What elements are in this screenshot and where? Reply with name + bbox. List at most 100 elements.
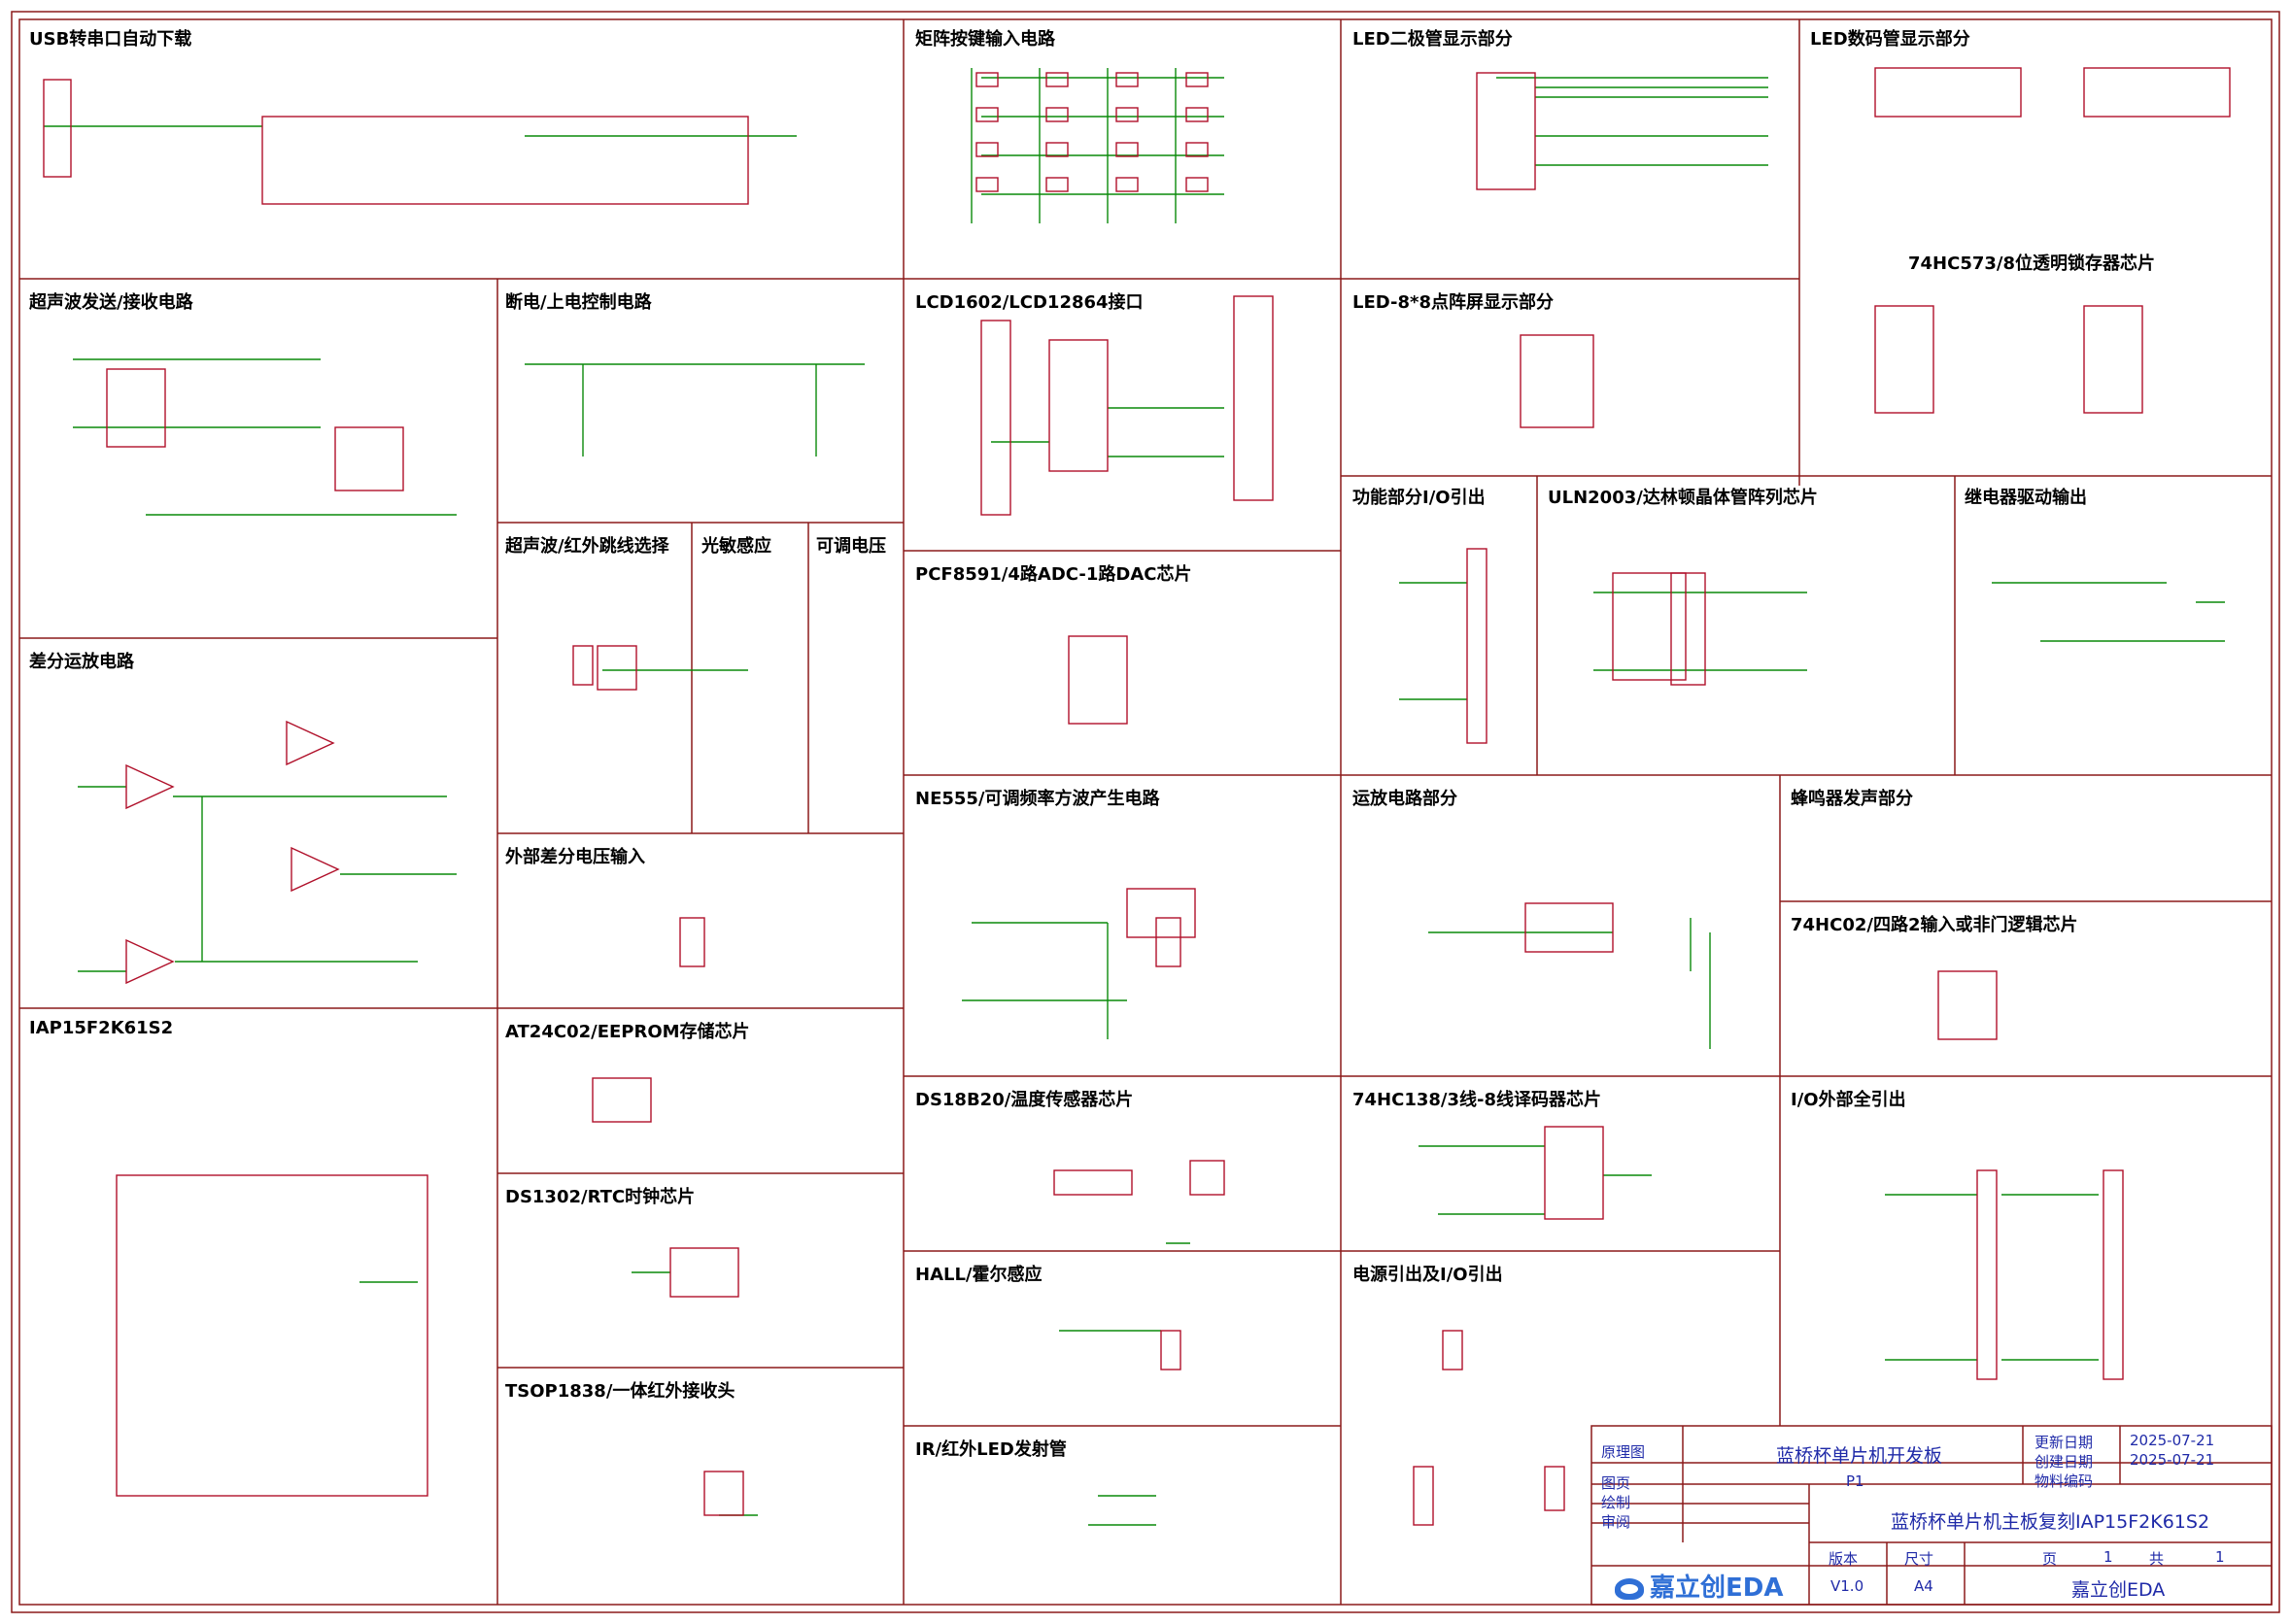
component-symbol bbox=[1476, 72, 1536, 190]
section-title-hc573: 74HC573/8位透明锁存器芯片 bbox=[1908, 254, 2155, 274]
section-title-matrix: 矩阵按键输入电路 bbox=[915, 29, 1055, 50]
component-symbol bbox=[1874, 67, 2022, 118]
component-symbol bbox=[980, 320, 1011, 516]
section-title-relay: 继电器驱动输出 bbox=[1965, 488, 2087, 508]
tb-brand: 嘉立创EDA bbox=[2071, 1579, 2166, 1601]
key-switch bbox=[1185, 142, 1209, 157]
component-symbol bbox=[703, 1471, 744, 1516]
component-symbol bbox=[1126, 888, 1196, 938]
component-symbol bbox=[679, 917, 705, 967]
section-title-power: 断电/上电控制电路 bbox=[505, 292, 652, 313]
section-title-ext: 外部差分电压输入 bbox=[505, 847, 645, 867]
schematic-wires bbox=[44, 68, 2225, 1526]
section-title-diff: 差分运放电路 bbox=[29, 652, 134, 672]
cloud-icon bbox=[1615, 1577, 1644, 1600]
opamp-symbol bbox=[291, 846, 340, 893]
key-switch bbox=[975, 107, 999, 122]
tb-schematic-label: 原理图 bbox=[1601, 1443, 1646, 1461]
section-title-hc02: 74HC02/四路2输入或非门逻辑芯片 bbox=[1791, 915, 2078, 935]
component-symbol bbox=[1160, 1330, 1181, 1370]
component-symbol bbox=[1937, 970, 1998, 1040]
key-switch bbox=[1115, 142, 1139, 157]
tb-board-name: 蓝桥杯单片机开发板 bbox=[1776, 1445, 1943, 1467]
component-symbol bbox=[106, 368, 166, 448]
section-title-ultra: 超声波发送/接收电路 bbox=[29, 292, 193, 313]
section-title-io: 功能部分I/O引出 bbox=[1352, 488, 1486, 508]
component-symbol bbox=[1053, 1169, 1133, 1196]
section-title-at24: AT24C02/EEPROM存储芯片 bbox=[505, 1022, 750, 1042]
section-title-ne555: NE555/可调频率方波产生电路 bbox=[915, 789, 1160, 809]
section-title-tsop: TSOP1838/一体红外接收头 bbox=[505, 1381, 735, 1402]
tb-draw-label: 绘制 bbox=[1601, 1494, 1631, 1511]
tb-update-date: 2025-07-21 bbox=[2130, 1432, 2215, 1449]
component-symbol bbox=[1612, 572, 1687, 681]
outer-border bbox=[11, 11, 2280, 1613]
component-symbol bbox=[1520, 334, 1594, 428]
section-title-seg: LED数码管显示部分 bbox=[1810, 29, 1970, 50]
component-symbol bbox=[1466, 548, 1487, 744]
section-title-pcf: PCF8591/4路ADC-1路DAC芯片 bbox=[915, 564, 1192, 585]
tb-page: P1 bbox=[1846, 1472, 1864, 1490]
tb-create-label: 创建日期 bbox=[2035, 1453, 2094, 1471]
component-symbol bbox=[1189, 1160, 1225, 1196]
jlc-eda-logo: 嘉立创EDA bbox=[1615, 1568, 1783, 1604]
tb-page-no-label: 页 bbox=[2042, 1550, 2058, 1568]
component-symbol bbox=[1442, 1330, 1463, 1370]
tb-page-no: 1 bbox=[2103, 1548, 2113, 1566]
component-symbol bbox=[1155, 917, 1181, 967]
tb-page-label: 图页 bbox=[1601, 1474, 1631, 1492]
key-switch bbox=[975, 177, 999, 192]
key-switch bbox=[1045, 72, 1069, 87]
key-switch bbox=[975, 72, 999, 87]
component-symbol bbox=[2083, 305, 2143, 414]
component-symbol bbox=[1976, 1169, 1998, 1380]
component-symbol bbox=[1874, 305, 1934, 414]
section-title-hc138: 74HC138/3线-8线译码器芯片 bbox=[1352, 1090, 1601, 1110]
opamp-symbol bbox=[286, 720, 335, 766]
section-title-pwr: 电源引出及I/O引出 bbox=[1352, 1265, 1503, 1285]
component-symbol bbox=[1544, 1466, 1565, 1511]
component-symbol bbox=[2083, 67, 2231, 118]
inner-border bbox=[18, 18, 2273, 1606]
key-switch bbox=[1045, 107, 1069, 122]
tb-design-title: 蓝桥杯单片机主板复刻IAP15F2K61S2 bbox=[1891, 1511, 2210, 1533]
tb-update-label: 更新日期 bbox=[2035, 1434, 2094, 1451]
section-title-hall: HALL/霍尔感应 bbox=[915, 1265, 1043, 1285]
logo-text: 嘉立创EDA bbox=[1650, 1573, 1784, 1603]
component-symbol bbox=[116, 1174, 428, 1497]
section-title-uln: ULN2003/达林顿晶体管阵列芯片 bbox=[1548, 488, 1818, 508]
tb-size-label: 尺寸 bbox=[1904, 1550, 1934, 1568]
tb-total-label: 共 bbox=[2149, 1550, 2165, 1568]
component-symbol bbox=[669, 1247, 739, 1298]
section-title-pot: 可调电压 bbox=[816, 536, 886, 557]
component-symbol bbox=[572, 645, 594, 686]
component-symbol bbox=[261, 116, 749, 205]
component-symbol bbox=[1048, 339, 1109, 472]
key-switch bbox=[975, 142, 999, 157]
component-symbol bbox=[1670, 572, 1706, 686]
sheet-frame bbox=[11, 11, 2280, 1613]
component-symbol bbox=[2103, 1169, 2124, 1380]
key-switch bbox=[1185, 177, 1209, 192]
component-symbol bbox=[1068, 635, 1128, 725]
section-title-mcu: IAP15F2K61S2 bbox=[29, 1018, 174, 1038]
tb-size: A4 bbox=[1914, 1577, 1933, 1595]
tb-review-label: 审阅 bbox=[1601, 1513, 1631, 1531]
section-title-ioall: I/O外部全引出 bbox=[1791, 1090, 1906, 1110]
tb-part-label: 物料编码 bbox=[2035, 1472, 2094, 1490]
section-title-amp: 运放电路部分 bbox=[1352, 789, 1457, 809]
opamp-symbol bbox=[125, 938, 175, 985]
component-symbol bbox=[1524, 902, 1614, 953]
section-title-led: LED二极管显示部分 bbox=[1352, 29, 1513, 50]
key-switch bbox=[1185, 107, 1209, 122]
section-title-ds1302: DS1302/RTC时钟芯片 bbox=[505, 1187, 696, 1207]
tb-version-label: 版本 bbox=[1829, 1550, 1859, 1568]
tb-total: 1 bbox=[2215, 1548, 2225, 1566]
component-symbol bbox=[334, 426, 404, 491]
component-symbol bbox=[597, 645, 637, 691]
section-title-jumper: 超声波/红外跳线选择 bbox=[505, 536, 669, 557]
key-switch bbox=[1115, 177, 1139, 192]
tb-version: V1.0 bbox=[1830, 1577, 1864, 1595]
opamp-symbol bbox=[125, 763, 175, 810]
schematic-components bbox=[43, 67, 2231, 1526]
